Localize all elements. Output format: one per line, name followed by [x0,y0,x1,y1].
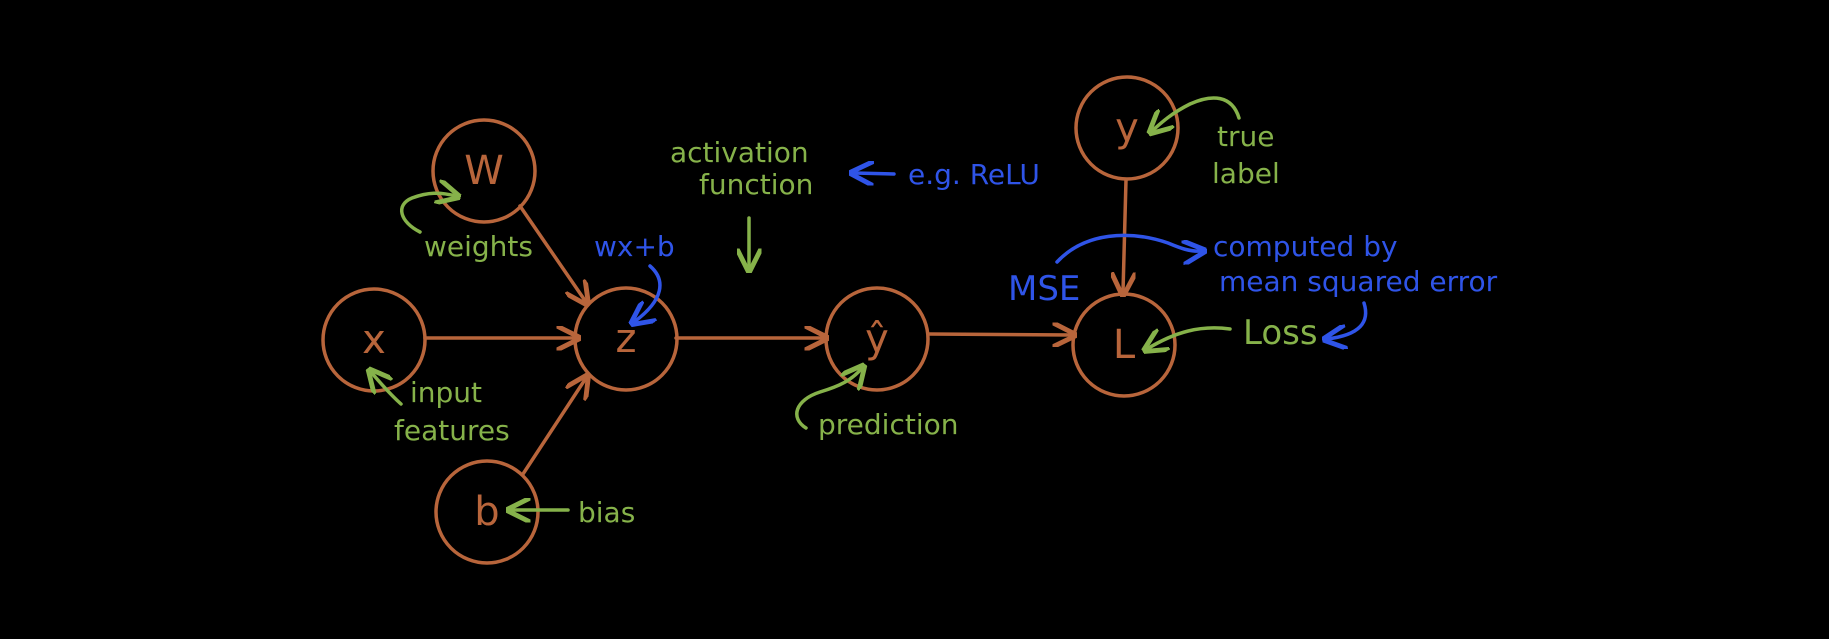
activation-label-line1: activation [670,136,809,169]
node-y-label: y [1115,105,1139,151]
weights-arrow [400,193,456,234]
node-z-circle [573,286,679,392]
node-b-label: b [474,489,499,535]
node-x-label: x [362,317,386,363]
node-yhat-circle [824,286,930,392]
formula-label: wx+b [594,230,675,263]
edges [423,178,1126,476]
green-annotations: weights input features bias activation f… [371,96,1318,529]
edge-yhat-to-l [926,334,1072,335]
node-z: z [573,286,679,392]
computed-arrow [1327,301,1368,339]
bias-label: bias [578,496,635,529]
prediction-label: prediction [818,408,958,441]
true-label-line1: true [1217,120,1274,153]
edge-w-to-z [518,204,586,302]
true-label-line2: label [1212,157,1280,190]
input-label-line2: features [394,414,510,447]
formula-arrow [634,264,662,322]
computed-label-line1: computed by [1213,230,1398,263]
input-features-arrow [371,372,403,406]
true-label-arrow [1152,96,1241,131]
edge-b-to-z [521,378,586,476]
node-w-label: W [464,148,504,194]
input-label-line1: input [410,376,482,409]
prediction-arrow [795,368,862,430]
relu-arrow [854,173,896,174]
mse-label: MSE [1008,269,1080,309]
computed-label-line2: mean squared error [1219,265,1498,298]
node-yhat-label: ŷ [865,316,889,362]
activation-label-line2: function [699,168,813,201]
mse-arrow [1055,233,1202,262]
node-y-circle [1074,75,1180,181]
node-b-circle [434,459,540,565]
blue-annotations: wx+b e.g. ReLU MSE computed by mean squa… [594,158,1498,339]
node-l: L [1071,292,1177,398]
node-b: b [434,459,540,565]
node-y: y [1074,75,1180,181]
weights-label: weights [424,230,533,263]
loss-label: Loss [1243,313,1318,353]
loss-arrow [1147,326,1232,349]
node-w: W [431,118,537,224]
node-yhat: ŷ [824,286,930,392]
node-l-label: L [1113,322,1136,368]
node-w-circle [431,118,537,224]
relu-label: e.g. ReLU [908,158,1040,191]
node-l-circle [1071,292,1177,398]
